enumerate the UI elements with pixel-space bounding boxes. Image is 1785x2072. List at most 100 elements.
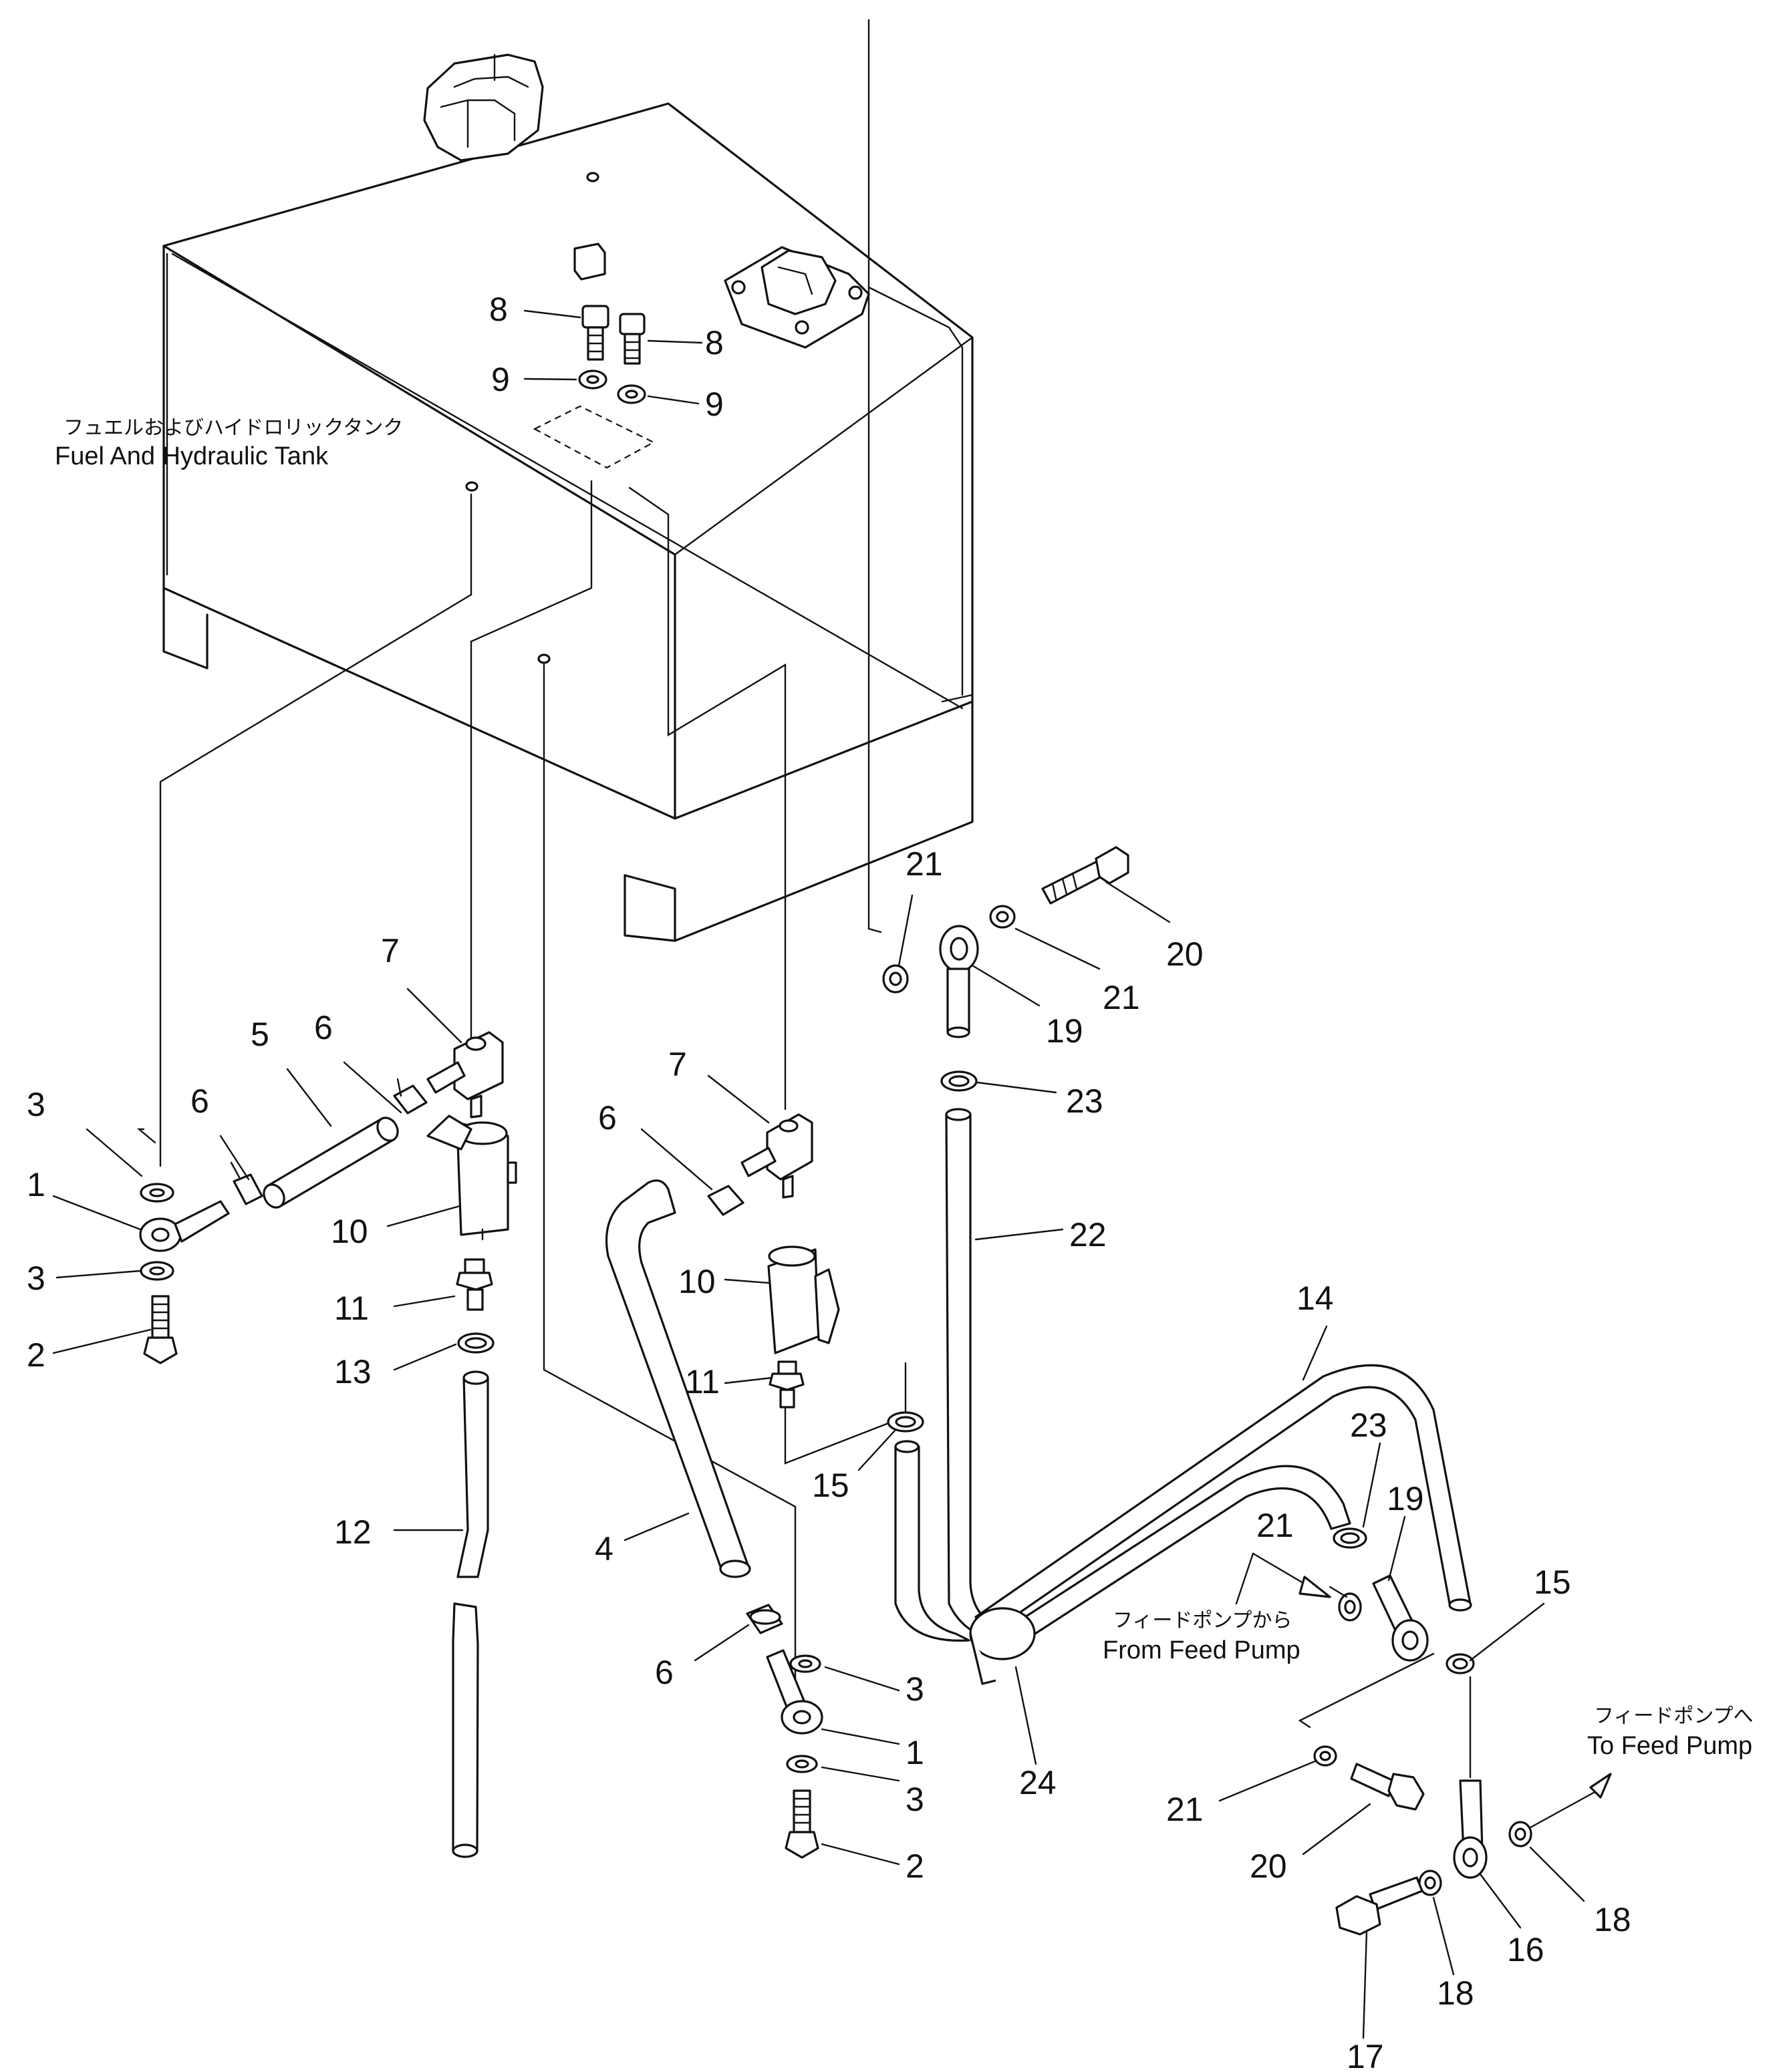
callout-19: 19: [1046, 1012, 1083, 1050]
callout-2: 2: [27, 1336, 45, 1374]
callout-6: 6: [314, 1009, 333, 1046]
connector-lines: [159, 19, 1435, 1729]
hose-clamp-23b: [1333, 1527, 1367, 1549]
callout-6: 6: [190, 1082, 209, 1120]
callout-21: 21: [906, 845, 943, 883]
washer-21b: [989, 905, 1016, 929]
washer-21c: [1338, 1592, 1362, 1622]
callout-11: 11: [334, 1290, 369, 1327]
banjo-bolt-20b: [1350, 1763, 1425, 1811]
to-feed-pump-jp: フィードポンプへ: [1594, 1705, 1754, 1728]
cock-7a: [426, 1031, 504, 1119]
hose-14: [974, 1364, 1472, 1635]
ref-line-right: [1469, 1676, 1612, 1829]
callout-numbers: 8 8 9 9 7 6 5 6 3 1 3 2 10 11 13 12 7 6 …: [27, 291, 1631, 2072]
callout-1: 1: [27, 1166, 45, 1203]
callout-24: 24: [1019, 1764, 1057, 1801]
drain-plug: [573, 243, 606, 281]
callout-18: 18: [1437, 1974, 1474, 2012]
callout-21: 21: [1103, 979, 1140, 1016]
tank-caption-jp: フュエルおよびハイドロリックタンク: [63, 416, 403, 440]
callout-8: 8: [705, 324, 724, 361]
banjo-bolt-2: [143, 1295, 178, 1364]
callout-3: 3: [27, 1086, 45, 1123]
nipple-11a: [456, 1258, 493, 1311]
hose-22: [945, 1108, 1017, 1645]
washer-9a: [578, 369, 607, 390]
washer-21a: [882, 964, 909, 994]
callout-22: 22: [1069, 1216, 1107, 1253]
cock-7b: [740, 1113, 813, 1199]
hose-clamp-23a: [940, 1070, 978, 1092]
callout-3: 3: [906, 1781, 924, 1818]
banjo-bolt-20a: [1041, 846, 1129, 905]
callout-6: 6: [655, 1654, 674, 1691]
hose-short: [894, 1440, 970, 1642]
hose-clamp-13: [457, 1332, 495, 1354]
callout-15: 15: [812, 1467, 849, 1504]
banjo-bolt-17: [1335, 1876, 1423, 1936]
callout-7: 7: [381, 932, 400, 970]
captions: フュエルおよびハイドロリックタンク Fuel And Hydraulic Tan…: [55, 416, 1754, 1760]
callout-5: 5: [251, 1016, 269, 1053]
fuel-hydraulic-tank: [162, 102, 974, 942]
hose-5: [263, 1117, 399, 1209]
breather-cap: [724, 246, 870, 349]
banjo-bolt-2b: [785, 1789, 819, 1859]
callout-21: 21: [1166, 1791, 1204, 1828]
banjo-fitting-19b: [1372, 1574, 1429, 1662]
washer-21d: [1313, 1745, 1337, 1767]
callout-11: 11: [685, 1363, 720, 1400]
hose-clamp-6c: [707, 1185, 744, 1216]
from-feed-pump-jp: フィードポンプから: [1113, 1609, 1292, 1632]
washer-3-lower: [140, 1261, 174, 1281]
washer-18a: [1508, 1821, 1532, 1847]
callout-17: 17: [1347, 2038, 1384, 2072]
washer-3-upper: [140, 1183, 174, 1203]
nipple-11b: [769, 1360, 805, 1409]
callout-6: 6: [598, 1099, 617, 1137]
callout-19: 19: [1387, 1480, 1424, 1517]
callout-1: 1: [906, 1734, 924, 1771]
bolt-8a: [581, 305, 609, 361]
washer-18b: [1418, 1870, 1442, 1896]
leader-lines: [52, 309, 1585, 2039]
banjo-fitting-1: [139, 1200, 230, 1252]
callout-9: 9: [491, 361, 510, 398]
callout-3: 3: [906, 1670, 924, 1708]
washer-9b: [617, 384, 646, 404]
clip-24: [969, 1607, 1036, 1685]
fitting-16: [1453, 1779, 1488, 1879]
callout-3: 3: [27, 1260, 45, 1297]
callout-9: 9: [705, 386, 724, 423]
banjo-fitting-19a: [939, 925, 979, 1038]
callout-8: 8: [489, 291, 508, 328]
callout-10: 10: [678, 1263, 716, 1300]
callout-12: 12: [334, 1513, 372, 1551]
callout-21: 21: [1256, 1507, 1294, 1544]
callout-20: 20: [1166, 935, 1204, 973]
drain-valve-10b: [767, 1245, 840, 1354]
callout-20: 20: [1250, 1847, 1287, 1885]
callout-13: 13: [334, 1353, 372, 1390]
filler-cap: [423, 53, 544, 162]
callout-16: 16: [1507, 1931, 1544, 1968]
washer-3c: [789, 1654, 821, 1673]
from-feed-pump-arrows: [1235, 1552, 1331, 1605]
callout-18: 18: [1594, 1901, 1631, 1938]
hose-12: [452, 1370, 489, 1858]
hose-clamp-6a: [230, 1161, 263, 1205]
callout-23: 23: [1350, 1407, 1387, 1444]
hose-clamp-6b: [393, 1078, 428, 1115]
callout-4: 4: [595, 1530, 613, 1568]
hose-clamp-15b: [1446, 1653, 1475, 1674]
drain-valve-10a: [426, 1115, 517, 1241]
hose-4: [605, 1179, 751, 1578]
callout-2: 2: [906, 1847, 924, 1885]
hose-clamp-6d: [746, 1604, 783, 1634]
from-feed-pump-en: From Feed Pump: [1103, 1636, 1300, 1664]
callout-15: 15: [1534, 1564, 1571, 1601]
washer-3d: [786, 1755, 818, 1773]
callout-10: 10: [331, 1213, 368, 1250]
